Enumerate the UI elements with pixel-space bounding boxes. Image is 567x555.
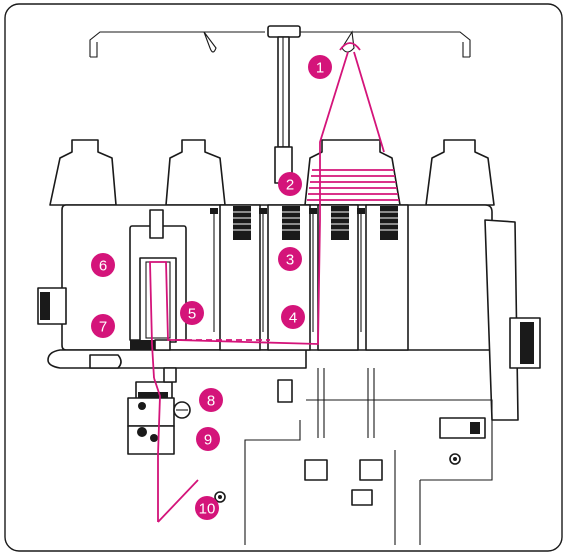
- spool-3: [304, 139, 401, 206]
- svg-text:4: 4: [289, 310, 297, 327]
- svg-text:1: 1: [316, 60, 324, 77]
- step-badge-6: 6: [91, 253, 115, 277]
- step-badge-8: 8: [199, 388, 223, 412]
- step-badge-1: 1: [308, 55, 332, 79]
- step-badge-5: 5: [180, 301, 204, 325]
- thread-path: [149, 42, 385, 523]
- svg-text:9: 9: [204, 432, 212, 449]
- tension-dials: [210, 204, 409, 351]
- step-badge-9: 9: [196, 427, 220, 451]
- thread-guide-left: [129, 209, 187, 351]
- svg-text:5: 5: [188, 306, 196, 323]
- svg-text:3: 3: [286, 252, 294, 269]
- needle-assembly: [127, 367, 191, 520]
- step-badge-10: 10: [195, 496, 219, 520]
- step-badge-7: 7: [91, 314, 115, 338]
- step-badges: 1 2 3 4 5 6 7 8: [91, 55, 332, 520]
- step-badge-4: 4: [281, 305, 305, 329]
- spool-3-thread-wrap: [307, 169, 399, 201]
- svg-text:6: 6: [99, 258, 107, 275]
- svg-text:10: 10: [199, 501, 216, 518]
- svg-text:8: 8: [207, 393, 215, 410]
- svg-text:7: 7: [99, 319, 107, 336]
- step-badge-2: 2: [278, 172, 302, 196]
- svg-text:2: 2: [286, 177, 294, 194]
- step-badge-3: 3: [278, 247, 302, 271]
